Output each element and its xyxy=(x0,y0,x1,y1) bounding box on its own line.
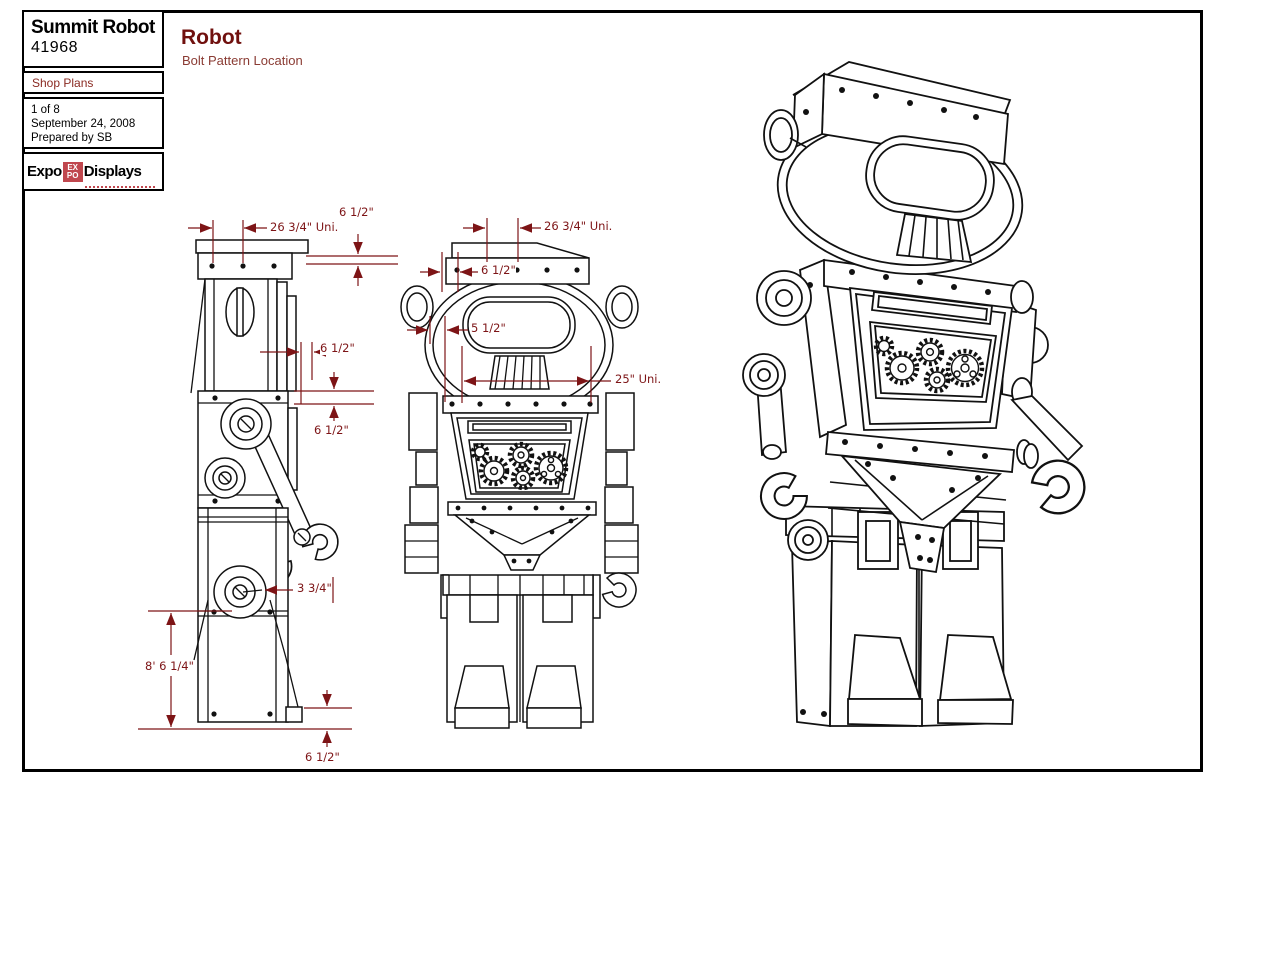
dim-side-neck-gap: 6 1/2" xyxy=(314,423,349,437)
dim-side-overall-height: 8' 6 1/4" xyxy=(145,659,194,673)
logo-mark-top: EX xyxy=(67,162,79,172)
sheet-frame xyxy=(22,10,1203,772)
logo-tagline xyxy=(85,185,157,188)
doc-type: Shop Plans xyxy=(32,76,94,90)
dim-side-hip-offset: 3 3/4" xyxy=(297,581,332,595)
dim-side-head-depth: 6 1/2" xyxy=(320,341,355,355)
title-block-logo: Expo EX PO Displays xyxy=(22,152,164,191)
expo-logo-mark: EX PO xyxy=(62,161,83,182)
logo-mark-bottom: PO xyxy=(66,170,79,180)
product-number: 41968 xyxy=(31,39,78,56)
dim-side-top-plate: 6 1/2" xyxy=(339,205,374,219)
logo-word-right: Displays xyxy=(83,163,142,180)
dim-front-band-inset: 6 1/2" xyxy=(481,263,516,277)
date: September 24, 2008 xyxy=(31,118,136,130)
perspective-view-drawing xyxy=(742,61,1093,728)
title-block-doctype: Shop Plans xyxy=(22,71,164,94)
dim-front-side-inset: 5 1/2" xyxy=(471,321,506,335)
dim-front-top-width: 26 3/4" Uni. xyxy=(544,219,613,233)
logo-word-left: Expo xyxy=(27,163,62,180)
dim-side-top-width: 26 3/4" Uni. xyxy=(270,220,339,234)
sheet-subtitle: Bolt Pattern Location xyxy=(182,53,303,68)
front-view-drawing xyxy=(400,242,641,729)
product-name: Summit Robot xyxy=(31,17,155,38)
side-view-drawing xyxy=(190,239,347,723)
title-block-product: Summit Robot 41968 xyxy=(22,10,164,68)
prepared-by: Prepared by SB xyxy=(31,132,113,144)
dimension-lines xyxy=(138,218,611,747)
expo-displays-logo: Expo EX PO Displays xyxy=(27,161,157,188)
sheet-title: Robot xyxy=(181,26,242,49)
page-info: 1 of 8 xyxy=(31,104,60,116)
title-block-info: 1 of 8 September 24, 2008 Prepared by SB xyxy=(22,97,164,149)
dim-front-shoulder-width: 25" Uni. xyxy=(615,372,662,386)
dim-side-base-height: 6 1/2" xyxy=(305,750,340,764)
